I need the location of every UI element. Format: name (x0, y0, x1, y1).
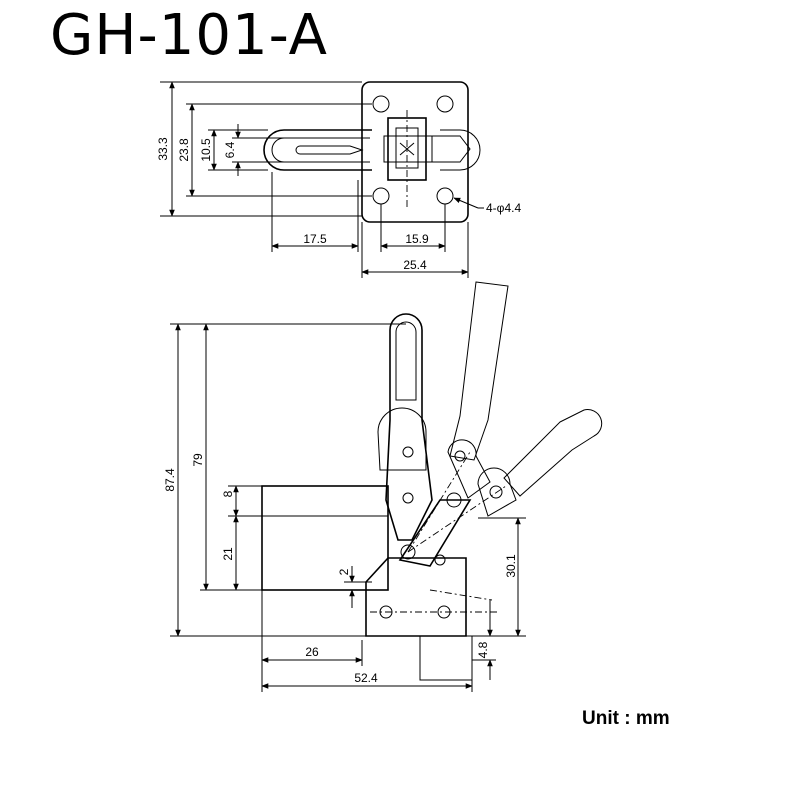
model-title: GH-101-A (50, 3, 328, 68)
dim-4-8: 4.8 (476, 641, 490, 658)
base-foot (419, 635, 473, 681)
hole-callout: 4-φ4.4 (486, 201, 521, 215)
dim-8: 8 (221, 490, 235, 497)
top-view: 33.3 23.8 10.5 6.4 17.5 15.9 (156, 81, 521, 278)
dim-21: 21 (221, 547, 235, 561)
top-handle (263, 129, 372, 171)
dim-23-8: 23.8 (177, 138, 191, 162)
handle-open-1 (449, 281, 509, 461)
dim-87-4: 87.4 (163, 468, 177, 492)
dim-30-1: 30.1 (504, 554, 518, 578)
mount-hole (436, 187, 454, 205)
dim-33-3: 33.3 (156, 137, 170, 161)
mount-hole (372, 187, 390, 205)
side-view: 87.4 79 8 21 2 30.1 4.8 (163, 281, 603, 692)
dim-6-4: 6.4 (223, 141, 237, 158)
dim-2: 2 (337, 568, 351, 575)
mount-hole (436, 95, 454, 113)
mount-hole (372, 95, 390, 113)
handle-closed (385, 313, 433, 541)
dim-25-4: 25.4 (403, 258, 427, 272)
dim-52-4: 52.4 (354, 671, 378, 685)
dim-15-9: 15.9 (405, 232, 429, 246)
dim-17-5: 17.5 (303, 232, 327, 246)
workpiece-block (261, 485, 389, 591)
dim-10-5: 10.5 (199, 138, 213, 162)
handle-open-2 (503, 409, 603, 497)
linkage-arm (398, 499, 472, 567)
top-base-plate (361, 81, 469, 223)
dim-26: 26 (305, 645, 319, 659)
dim-79: 79 (191, 453, 205, 467)
unit-label: Unit : mm (582, 708, 670, 729)
side-base-plate (365, 557, 467, 637)
